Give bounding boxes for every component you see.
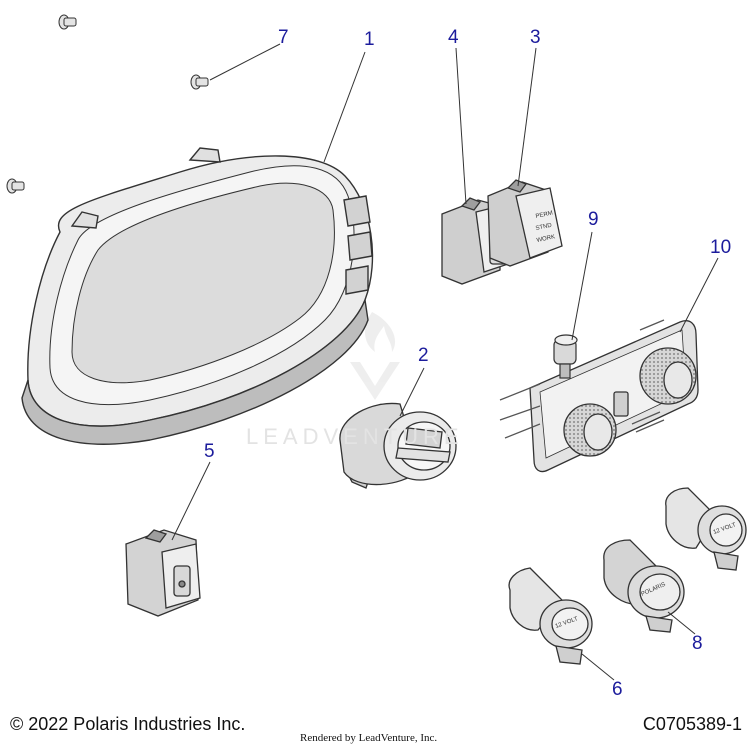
screw-top-left (58, 14, 77, 30)
rocker-switch-part-3: PERM STND WORK (487, 179, 563, 267)
usb-outlet-part-8: POLARIS (603, 539, 685, 633)
leader-line-9 (571, 231, 593, 341)
callout-5: 5 (204, 441, 215, 462)
screw-left (6, 178, 25, 194)
power-outlet-upper: 12 VOLT (665, 487, 747, 571)
switch-3-line-1: PERM (535, 210, 553, 219)
leader-lines (171, 43, 719, 681)
leader-line-7 (209, 43, 281, 81)
switch-3-line-2: STND (535, 223, 553, 232)
ignition-switch-part-2 (339, 402, 457, 489)
instrument-cluster-part-1 (21, 147, 374, 445)
drawing-number: C0705389-1 (642, 714, 742, 734)
callout-9: 9 (588, 209, 599, 230)
callout-3: 3 (530, 27, 541, 48)
leader-line-3 (517, 47, 537, 187)
leader-line-8 (667, 611, 696, 635)
callout-1: 1 (364, 29, 375, 50)
power-outlet-part-6: 12 VOLT (508, 567, 593, 665)
leader-line-2 (399, 367, 425, 417)
switch-3-line-3: WORK (536, 234, 556, 244)
leader-line-10 (679, 257, 719, 333)
leader-line-4 (455, 47, 467, 205)
screw-part-7 (6, 14, 209, 194)
callout-2: 2 (418, 345, 429, 366)
callout-7: 7 (278, 27, 289, 48)
screw-middle (190, 74, 209, 90)
watermark-logo (350, 312, 400, 400)
watermark-text: LEADVENTURE (246, 424, 464, 449)
copyright-notice: © 2022 Polaris Industries Inc. (10, 714, 246, 734)
callout-4: 4 (448, 27, 459, 48)
callout-6: 6 (612, 679, 623, 700)
rendered-by-credit: Rendered by LeadVenture, Inc. (300, 732, 438, 744)
leader-line-1 (323, 51, 366, 163)
callout-8: 8 (692, 633, 703, 654)
climate-control-panel-part-10 (499, 319, 699, 473)
callout-10: 10 (710, 237, 732, 258)
bulb-socket-part-9 (553, 334, 578, 379)
rocker-switch-part-5 (125, 529, 201, 617)
leader-line-6 (581, 653, 615, 681)
leader-line-5 (171, 461, 211, 541)
